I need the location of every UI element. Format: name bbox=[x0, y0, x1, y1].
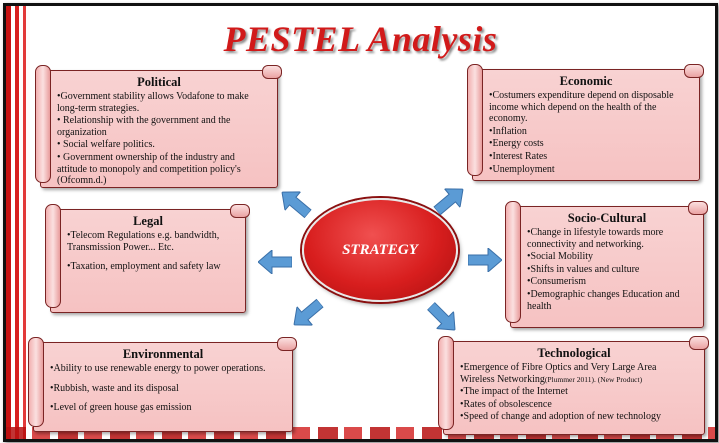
economic-heading: Economic bbox=[559, 74, 613, 88]
economic-item-3: •Energy costs bbox=[489, 138, 544, 150]
technological-heading: Technological bbox=[537, 346, 611, 360]
technological-item-4: •Speed of change and adoption of new tec… bbox=[460, 411, 661, 423]
technological-item-1: •Emergence of Fibre Optics and Very Larg… bbox=[460, 362, 692, 385]
arrow-to-environmental-icon bbox=[286, 294, 327, 334]
arrow-to-legal-icon bbox=[258, 250, 292, 274]
socio-cultural-box: Socio-Cultural •Change in lifestyle towa… bbox=[505, 201, 708, 328]
political-item-1: •Government stability allows Vodafone to… bbox=[57, 91, 249, 114]
political-heading: Political bbox=[137, 75, 181, 89]
economic-item-4: •Interest Rates bbox=[489, 150, 548, 162]
environmental-box: Environmental •Ability to use renewable … bbox=[28, 337, 297, 432]
economic-item-2: •Inflation bbox=[489, 125, 527, 137]
economic-item-5: •Unemployment bbox=[489, 163, 555, 175]
strategy-ellipse: STRATEGY bbox=[302, 198, 458, 302]
page-title: PESTEL Analysis bbox=[223, 19, 498, 59]
technological-item-1-text: •Emergence of Fibre Optics and Very Larg… bbox=[460, 362, 657, 385]
legal-box: Legal •Telecom Regulations e.g. bandwidt… bbox=[45, 204, 250, 313]
political-box: Political •Government stability allows V… bbox=[35, 65, 282, 188]
environmental-heading: Environmental bbox=[122, 347, 204, 361]
arrow-to-political-icon bbox=[274, 183, 315, 223]
legal-heading: Legal bbox=[133, 214, 163, 228]
technological-item-3: •Rates of obsolescence bbox=[460, 398, 552, 410]
technological-item-2: •The impact of the Internet bbox=[460, 386, 568, 398]
environmental-item-2: •Rubbish, waste and its disposal bbox=[50, 382, 179, 394]
political-item-3: • Social welfare politics. bbox=[57, 139, 155, 151]
environmental-item-3: •Level of green house gas emission bbox=[50, 402, 192, 414]
socio-cultural-item-4: •Consumerism bbox=[527, 276, 587, 288]
legal-item-1: •Telecom Regulations e.g. bandwidth, Tra… bbox=[67, 230, 220, 253]
environmental-item-1: •Ability to use renewable energy to powe… bbox=[50, 363, 266, 374]
socio-cultural-heading: Socio-Cultural bbox=[567, 211, 647, 225]
economic-box: Economic •Costumers expenditure depend o… bbox=[467, 64, 704, 181]
arrow-to-economic-icon bbox=[429, 180, 470, 220]
political-item-2: • Relationship with the government and t… bbox=[57, 115, 231, 138]
technological-box: Technological •Emergence of Fibre Optics… bbox=[438, 336, 709, 435]
political-item-4: • Government ownership of the industry a… bbox=[57, 151, 241, 187]
legal-item-2: •Taxation, employment and safety law bbox=[67, 261, 221, 273]
socio-cultural-item-3: •Shifts in values and culture bbox=[527, 263, 640, 275]
economic-item-1: •Costumers expenditure depend on disposa… bbox=[489, 90, 674, 125]
arrow-to-technological-icon bbox=[422, 297, 463, 338]
arrow-to-socio-cultural-icon bbox=[468, 248, 502, 272]
slide-frame: PESTEL Analysis Political •Government st… bbox=[3, 3, 718, 442]
socio-cultural-item-1: •Change in lifestyle towards more connec… bbox=[527, 227, 664, 250]
technological-item-1-note: (Plummer 2011). (New Product) bbox=[544, 374, 643, 384]
socio-cultural-item-5: •Demographic changes Education and healt… bbox=[527, 288, 680, 312]
socio-cultural-item-2: •Social Mobility bbox=[527, 251, 594, 263]
